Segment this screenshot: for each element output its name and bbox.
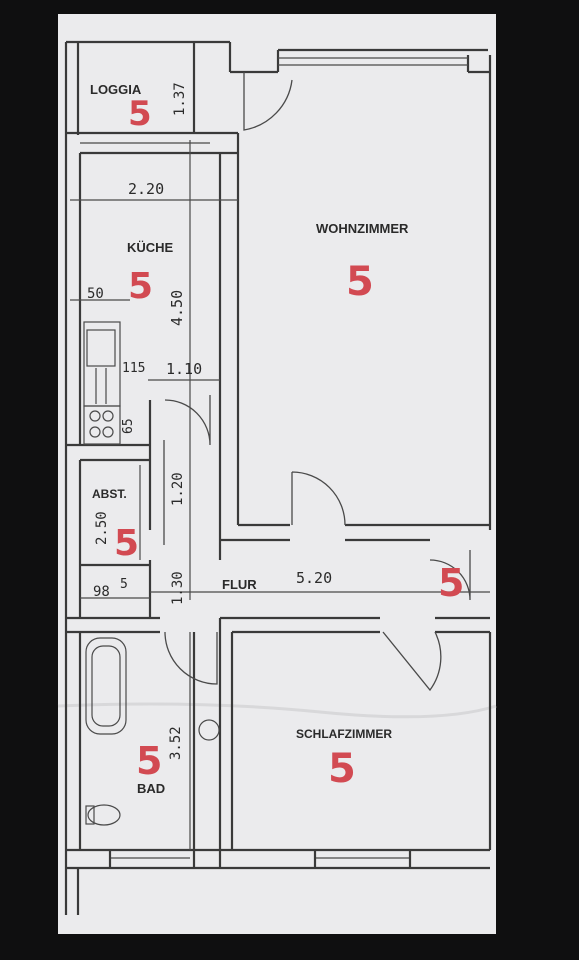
dimension-lines [70, 140, 490, 850]
room-label-loggia: LOGGIA [90, 82, 142, 97]
dim-loggia-depth: 1.37 [172, 82, 188, 116]
room-label-wohnzimmer: WOHNZIMMER [316, 221, 409, 236]
walls [64, 40, 492, 915]
rating-kueche: 5 [128, 266, 153, 307]
bathtub [85, 637, 127, 735]
paper-crease [57, 702, 497, 719]
room-label-abst: ABST. [92, 487, 127, 501]
dim-kueche-50: 50 [87, 286, 104, 302]
dim-abst-250: 2.50 [94, 511, 110, 545]
rating-wohnzimmer: 5 [346, 259, 374, 305]
rating-schlafzimmer: 5 [328, 746, 356, 792]
room-label-flur: FLUR [222, 577, 257, 592]
dim-abst-5: 5 [120, 577, 128, 592]
stove [83, 405, 121, 445]
dim-flur-130: 1.30 [170, 571, 186, 605]
doors [163, 72, 471, 692]
rating-bad: 5 [136, 739, 162, 783]
room-label-kueche: KÜCHE [127, 240, 174, 255]
dim-kueche-length: 4.50 [168, 290, 186, 326]
room-label-schlafzimmer: SCHLAFZIMMER [296, 727, 392, 741]
dim-flur-length: 5.20 [296, 569, 332, 587]
dim-kueche-width: 2.20 [128, 180, 164, 198]
room-label-bad: BAD [137, 781, 165, 796]
dim-kueche-115: 115 [122, 361, 145, 376]
rating-abst: 5 [114, 523, 139, 564]
paper-sheet [58, 14, 496, 934]
rating-loggia: 5 [128, 94, 152, 134]
rating-flur: 5 [438, 561, 464, 605]
fixtures [83, 321, 220, 826]
dim-bad-length: 3.52 [168, 726, 184, 760]
dim-kueche-110: 1.10 [166, 360, 202, 378]
dim-abst-98: 98 [93, 584, 110, 600]
toilet [87, 804, 121, 826]
dim-kueche-65: 65 [121, 418, 136, 434]
dim-flur-120: 1.20 [170, 472, 186, 506]
washbasin [198, 719, 220, 741]
